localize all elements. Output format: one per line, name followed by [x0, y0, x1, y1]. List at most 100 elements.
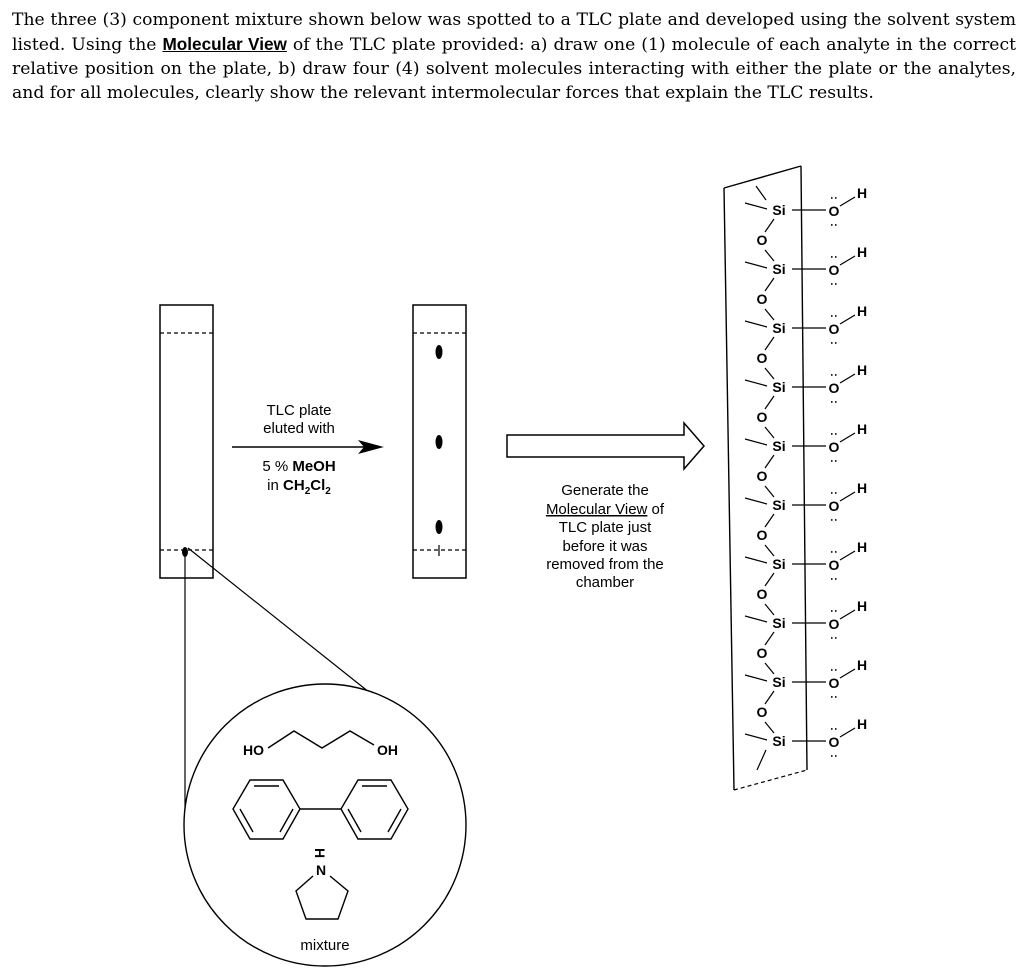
- o-si-bridge-bond: [764, 662, 775, 675]
- siloxane-oxygen: O: [757, 527, 768, 543]
- biphenyl-double-right-2: [387, 808, 402, 833]
- oxygen-lone-pair-top: :: [828, 491, 840, 495]
- siloxane-oxygen: O: [757, 586, 768, 602]
- si-left-bond: [744, 615, 768, 623]
- plate-right-edge: [800, 165, 808, 771]
- si-o-bridge-bond: [764, 218, 775, 233]
- silanol-oxygen: O: [829, 321, 840, 337]
- silanol-hydrogen: H: [857, 480, 867, 496]
- oxygen-lone-pair-top: :: [828, 373, 840, 377]
- oxygen-lone-pair-top: :: [828, 668, 840, 672]
- elution-text-line1: TLC plate: [266, 402, 331, 419]
- zoom-line-right: [187, 547, 395, 713]
- analyte-spot-top: [435, 345, 443, 359]
- o-si-bridge-bond: [764, 603, 775, 616]
- question-part2: of the TLC plate provided: a) draw one (…: [12, 35, 1016, 103]
- si-left-bond: [744, 497, 768, 505]
- plate-top-edge: [723, 165, 802, 189]
- diol-oh-label: OH: [377, 742, 398, 758]
- pyrrolidine-ring: [295, 875, 349, 920]
- silanol-oxygen: O: [829, 616, 840, 632]
- silanol-oxygen: O: [829, 675, 840, 691]
- silicon-atom: Si: [772, 674, 785, 690]
- biphenyl-double-left-3: [239, 808, 254, 833]
- si-left-bond: [744, 320, 768, 328]
- siloxane-oxygen: O: [757, 409, 768, 425]
- oxygen-lone-pair-top: :: [828, 609, 840, 613]
- question-emphasis: Molecular View: [162, 34, 287, 54]
- o-si-bridge-bond: [764, 544, 775, 557]
- o-h-bond: [839, 491, 856, 502]
- silicon-atom: Si: [772, 261, 785, 277]
- oxygen-lone-pair-bottom: :: [828, 459, 840, 463]
- si-o-bridge-bond: [764, 513, 775, 528]
- silanol-hydrogen: H: [857, 716, 867, 732]
- si-left-bond: [744, 438, 768, 446]
- si-left-bond: [744, 674, 768, 682]
- oxygen-lone-pair-top: :: [828, 432, 840, 436]
- silanol-oxygen: O: [829, 439, 840, 455]
- oxygen-lone-pair-bottom: :: [828, 636, 840, 640]
- silicon-atom: Si: [772, 438, 785, 454]
- silanol-oxygen: O: [829, 498, 840, 514]
- silica-top-stub: [755, 185, 767, 201]
- diol-ho-label: HO: [243, 742, 264, 758]
- question-text: The three (3) component mixture shown be…: [12, 8, 1016, 105]
- silanol-hydrogen: H: [857, 185, 867, 201]
- si-o-bridge-bond: [764, 277, 775, 292]
- oxygen-lone-pair-top: :: [828, 196, 840, 200]
- silicon-atom: Si: [772, 320, 785, 336]
- pyrrolidine-h-label: H: [312, 848, 328, 858]
- o-si-bridge-bond: [764, 308, 775, 321]
- o-si-bridge-bond: [764, 367, 775, 380]
- silanol-oxygen: O: [829, 734, 840, 750]
- o-h-bond: [839, 668, 856, 679]
- o-h-bond: [839, 196, 856, 207]
- generate-text-line2: Molecular View of: [546, 501, 665, 518]
- oxygen-lone-pair-bottom: :: [828, 577, 840, 581]
- silanol-oxygen: O: [829, 380, 840, 396]
- o-h-bond: [839, 314, 856, 325]
- mixture-magnifier: HO OH H N mixture: [183, 683, 467, 967]
- silanol-hydrogen: H: [857, 362, 867, 378]
- si-left-bond: [744, 379, 768, 387]
- siloxane-oxygen: O: [757, 350, 768, 366]
- o-si-bridge-bond: [764, 721, 775, 734]
- tlc-plate-before: [159, 304, 214, 579]
- oxygen-lone-pair-top: :: [828, 727, 840, 731]
- elution-solvent: 5 % MeOH: [262, 458, 335, 475]
- tlc-plate-after: [412, 304, 467, 579]
- siloxane-oxygen: O: [757, 704, 768, 720]
- silicon-atom: Si: [772, 379, 785, 395]
- si-o-bridge-bond: [764, 572, 775, 587]
- silicon-atom: Si: [772, 556, 785, 572]
- elution-text-line2: eluted with: [263, 420, 335, 437]
- biphenyl-double-left-2: [279, 808, 294, 833]
- siloxane-oxygen: O: [757, 291, 768, 307]
- oxygen-lone-pair-bottom: :: [828, 695, 840, 699]
- silanol-hydrogen: H: [857, 598, 867, 614]
- o-si-bridge-bond: [764, 426, 775, 439]
- silanol-hydrogen: H: [857, 539, 867, 555]
- o-h-bond: [839, 727, 856, 738]
- si-left-bond: [744, 733, 768, 741]
- oxygen-lone-pair-top: :: [828, 255, 840, 259]
- si-left-bond: [744, 202, 768, 210]
- siloxane-oxygen: O: [757, 468, 768, 484]
- siloxane-oxygen: O: [757, 645, 768, 661]
- si-left-bond: [744, 556, 768, 564]
- o-h-bond: [839, 609, 856, 620]
- o-si-bridge-bond: [764, 485, 775, 498]
- question-part1: The three (3) component mixture shown be…: [12, 10, 1016, 55]
- o-h-bond: [839, 373, 856, 384]
- oxygen-lone-pair-top: :: [828, 550, 840, 554]
- analyte-spot-middle: [435, 435, 443, 449]
- generate-text-line4: before it was: [562, 538, 647, 555]
- o-h-bond: [839, 255, 856, 266]
- generate-text-line6: chamber: [576, 574, 634, 591]
- silicon-atom: Si: [772, 202, 785, 218]
- generate-block-arrow: [506, 420, 705, 472]
- silanol-oxygen: O: [829, 262, 840, 278]
